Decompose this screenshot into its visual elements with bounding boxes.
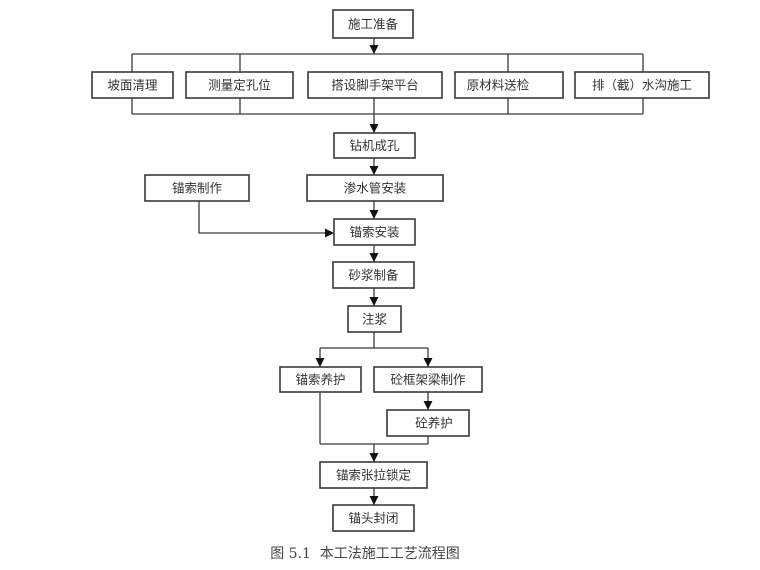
node-survey-hole-label: 测量定孔位: [208, 78, 271, 93]
node-seepage-pipe: 渗水管安装: [306, 174, 444, 202]
node-frame-beam: 砼框架梁制作: [373, 366, 483, 393]
node-seepage-pipe-label: 渗水管安装: [344, 181, 407, 196]
node-head-seal: 锚头封闭: [332, 504, 415, 532]
node-anchor-install-label: 锚索安装: [349, 225, 399, 240]
node-concrete-cure: 砼养护: [386, 409, 470, 437]
node-anchor-install: 锚索安装: [333, 218, 416, 246]
node-grouting: 注浆: [347, 305, 402, 333]
node-anchor-make: 锚索制作: [144, 174, 250, 202]
figure-caption: 图 5.1 本工法施工工艺流程图: [270, 546, 460, 562]
edge-anchor-make-to-anchor-install: [198, 201, 334, 238]
node-scaffold-label: 搭设脚手架平台: [331, 78, 419, 93]
node-mortar-prep-label: 砂浆制备: [348, 268, 399, 283]
node-slope-clean: 坡面清理: [91, 71, 174, 99]
node-frame-beam-label: 砼框架梁制作: [390, 372, 466, 387]
node-prep: 施工准备: [332, 9, 414, 39]
node-slope-clean-label: 坡面清理: [107, 78, 158, 93]
node-tension-lock: 锚索张拉锁定: [319, 461, 428, 489]
node-tension-lock-label: 锚索张拉锁定: [336, 468, 411, 483]
node-anchor-cure-label: 锚索养护: [295, 372, 345, 387]
node-survey-hole: 测量定孔位: [185, 71, 294, 99]
node-mortar-prep: 砂浆制备: [332, 261, 415, 289]
connectors: [131, 38, 644, 505]
node-material-test-label: 原材料送检: [467, 78, 530, 93]
node-prep-label: 施工准备: [348, 17, 399, 32]
node-grouting-label: 注浆: [362, 312, 388, 327]
node-scaffold: 搭设脚手架平台: [307, 71, 443, 99]
node-drilling-label: 钻机成孔: [349, 138, 400, 153]
node-material-test: 原材料送检: [454, 71, 564, 99]
node-anchor-make-label: 锚索制作: [172, 181, 223, 196]
node-concrete-cure-label: 砼养护: [415, 416, 453, 431]
node-head-seal-label: 锚头封闭: [348, 511, 398, 526]
node-drain-ditch: 排（截）水沟施工: [574, 71, 710, 99]
node-anchor-cure: 锚索养护: [279, 366, 362, 393]
node-drain-ditch-label: 排（截）水沟施工: [592, 78, 692, 93]
node-drilling: 钻机成孔: [333, 132, 416, 159]
